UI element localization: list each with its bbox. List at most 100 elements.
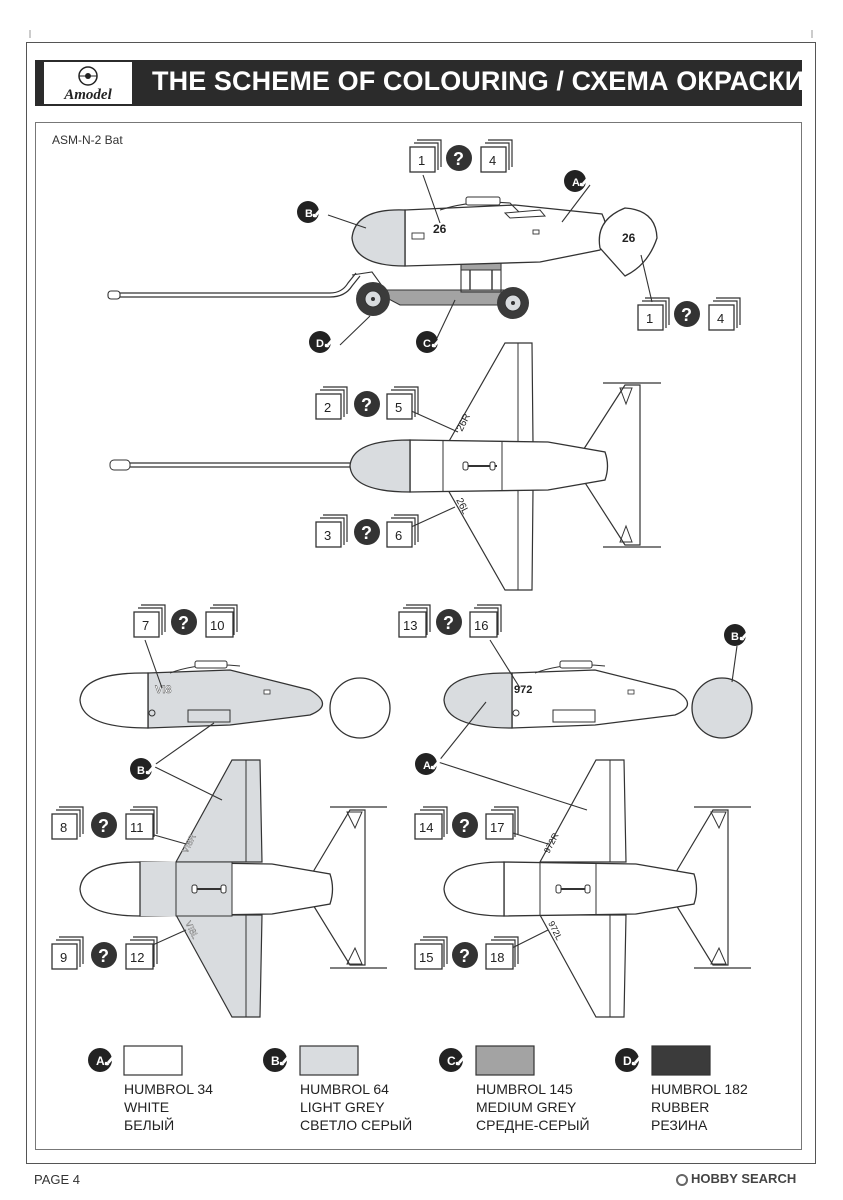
swatch-light-grey (299, 1045, 359, 1076)
legend-name-en: RUBBER (651, 1099, 710, 1115)
bat-radome-side (351, 209, 406, 267)
legend-name-ru: СВЕТЛО СЕРЫЙ (300, 1117, 413, 1133)
watermark-text: HOBBY SEARCH (691, 1171, 797, 1186)
page-title: THE SCHEME OF COLOURING / СХЕМА ОКРАСКИ (152, 66, 805, 96)
972-radome-side (443, 672, 513, 729)
legend-name-ru: БЕЛЫЙ (124, 1117, 175, 1133)
legend-name-en: MEDIUM GREY (476, 1099, 577, 1115)
legend-item-d: HUMBROL 182 RUBBER РЕЗИНА (651, 1080, 748, 1134)
callout-vi8-top-lower: 9 ? 12 (51, 936, 158, 970)
paint-marker-a: A (564, 170, 591, 192)
972-fuselage-side (511, 669, 689, 729)
legend-code: HUMBROL 182 (651, 1081, 748, 1097)
leader-lines (125, 174, 738, 958)
svg-text:4: 4 (717, 311, 724, 326)
svg-text:3: 3 (324, 528, 331, 543)
tow-bar (112, 275, 361, 298)
logo-text: Amodel (63, 87, 112, 103)
side-view: 26 26 (107, 196, 658, 319)
svg-text:?: ? (453, 149, 464, 169)
972-top-fuselage (503, 861, 698, 917)
model-name: ASM-N-2 Bat (52, 133, 123, 147)
callout-side-top: 1 ? 4 (409, 139, 513, 173)
decal-callouts: 1 ? 4 1 ? 4 2 ? 5 (51, 139, 741, 970)
svg-text:7: 7 (142, 618, 149, 633)
svg-text:C: C (447, 1054, 456, 1068)
svg-text:D: D (316, 338, 324, 350)
marking-vi8: VI8 (155, 684, 172, 696)
legend-code: HUMBROL 34 (124, 1081, 213, 1097)
callout-vi8-top-upper: 8 ? 11 (51, 806, 158, 840)
svg-text:C: C (423, 338, 431, 350)
page-frame (26, 42, 816, 1164)
svg-text:9: 9 (60, 950, 67, 965)
callout-972-top-lower: 15 ? 18 (414, 936, 519, 970)
legend-item-a: HUMBROL 34 WHITE БЕЛЫЙ (124, 1080, 213, 1134)
svg-text:?: ? (459, 946, 470, 966)
legend-name-en: LIGHT GREY (300, 1099, 385, 1115)
svg-text:1: 1 (646, 311, 653, 326)
svg-text:B: B (305, 208, 313, 220)
vi8-tail-disc (329, 677, 391, 739)
amodel-logo: Amodel (44, 62, 132, 104)
svg-text:?: ? (443, 613, 454, 633)
marking-tail-26: 26 (622, 231, 636, 245)
svg-text:13: 13 (403, 618, 417, 633)
paint-marker-d: D (309, 331, 336, 353)
svg-text:?: ? (361, 395, 372, 415)
watermark: HOBBY SEARCH (676, 1171, 796, 1186)
svg-text:17: 17 (490, 820, 504, 835)
callout-top-lower: 3 ? 6 (315, 514, 419, 548)
svg-text:10: 10 (210, 618, 224, 633)
legend-swatches: A B C D (88, 1045, 711, 1076)
top-radome (349, 439, 411, 493)
svg-text:4: 4 (489, 153, 496, 168)
972-side-view: 972 (443, 660, 753, 739)
svg-text:11: 11 (130, 820, 144, 835)
svg-text:B: B (137, 765, 145, 777)
svg-text:6: 6 (395, 528, 402, 543)
svg-text:15: 15 (419, 950, 433, 965)
callout-vi8-side: 7 ? 10 (133, 604, 238, 638)
svg-text:1: 1 (418, 153, 425, 168)
svg-text:?: ? (681, 305, 692, 325)
paint-marker-c: C (416, 331, 443, 353)
svg-text:A: A (423, 760, 431, 772)
legend-item-b: HUMBROL 64 LIGHT GREY СВЕТЛО СЕРЫЙ (300, 1080, 412, 1134)
callout-top-upper: 2 ? 5 (315, 386, 419, 420)
content-frame (35, 122, 802, 1150)
972-top-view: 972R 972L (443, 759, 751, 1018)
vi8-wing-right (174, 759, 263, 863)
legend-marker-d: D (615, 1048, 643, 1072)
svg-text:2: 2 (324, 400, 331, 415)
legend-name-ru: СРЕДНЕ-СЕРЫЙ (476, 1117, 590, 1133)
callout-side-tail: 1 ? 4 (637, 297, 741, 331)
legend-marker-b: B (263, 1048, 291, 1072)
marking-972: 972 (514, 684, 532, 696)
svg-text:B: B (731, 631, 739, 643)
svg-text:?: ? (98, 816, 109, 836)
paint-markers: A B D C B A B (130, 170, 751, 780)
swatch-white (123, 1045, 183, 1076)
legend-marker-a: A (88, 1048, 116, 1072)
title-bar (35, 60, 802, 106)
bat-tail-fin (598, 207, 658, 277)
svg-text:D: D (623, 1054, 632, 1068)
page-number: PAGE 4 (34, 1172, 81, 1187)
svg-text:?: ? (98, 946, 109, 966)
svg-text:5: 5 (395, 400, 402, 415)
svg-text:14: 14 (419, 820, 433, 835)
paint-marker-b: B (297, 201, 324, 223)
top-fuselage (409, 439, 609, 493)
svg-text:18: 18 (490, 950, 504, 965)
swatch-medium-grey (475, 1045, 535, 1076)
972-tail-disc (691, 677, 753, 739)
callout-972-side: 13 ? 16 (398, 604, 502, 638)
vi8-top-view: VI8R VI8L (79, 759, 387, 1018)
marking-nose-26: 26 (433, 222, 447, 236)
svg-text:?: ? (459, 816, 470, 836)
svg-text:?: ? (361, 523, 372, 543)
vi8-fuselage-side (147, 669, 324, 729)
paint-marker-a-972: A (415, 753, 442, 775)
